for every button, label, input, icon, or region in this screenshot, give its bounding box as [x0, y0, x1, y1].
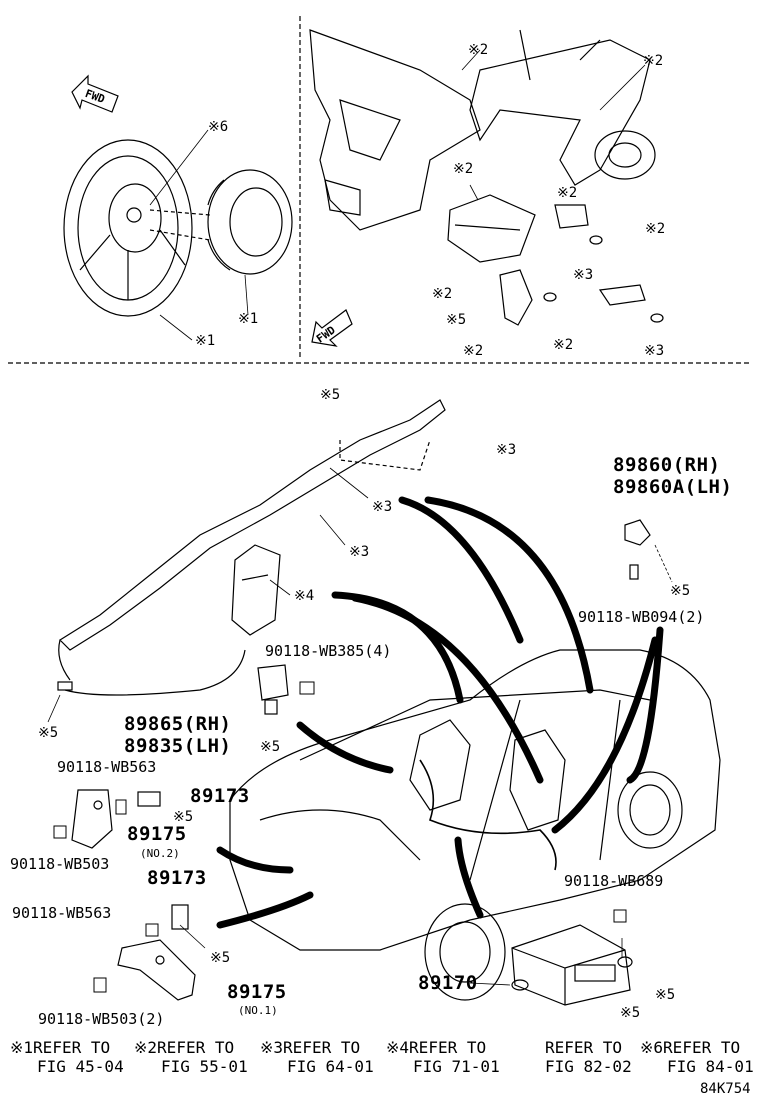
part-89175-b-sub: (NO.1) [238, 1004, 278, 1017]
steering-support-beam [469, 29, 656, 186]
footer-note-6-line1: REFER TO [663, 1038, 741, 1057]
vehicle-outline [229, 649, 721, 1001]
bolt-90118-wb563-b: 90118-WB563 [12, 904, 112, 922]
part-89173-b: 89173 [147, 867, 207, 889]
front-sensor-bracket-no2 [71, 789, 113, 849]
fwd-arrow-left [71, 74, 119, 113]
ref-mark-5-front-a: ※5 [173, 809, 194, 825]
ref-mark-2g: ※2 [553, 337, 574, 353]
part-89860a-lh: 89860A(LH) [613, 476, 733, 498]
curtain-airbag [57, 399, 446, 696]
ref-mark-5-connector: ※5 [38, 725, 59, 741]
ref-mark-5-top: ※5 [320, 387, 341, 403]
ref-mark-5-ecu-a: ※5 [655, 987, 676, 1003]
footer-note-5: REFER TO FIG 82-02 [545, 1038, 632, 1076]
bolt-90118-wb503-b: 90118-WB503(2) [38, 1010, 165, 1028]
footer-note-2-mark: ※2 [134, 1038, 158, 1057]
ref-mark-3a: ※3 [573, 267, 594, 283]
footer-note-3: ※3REFER TO FIG 64-01 [260, 1038, 374, 1076]
footer-note-5-line2: FIG 82-02 [545, 1057, 632, 1076]
part-89175-b: 89175 [227, 981, 287, 1003]
footer-note-6-line2: FIG 84-01 [667, 1057, 754, 1076]
footer-note-4-line1: REFER TO [409, 1038, 487, 1057]
ref-mark-5-front-b: ※5 [210, 950, 231, 966]
bolts [53, 681, 627, 993]
footer-note-4: ※4REFER TO FIG 71-01 [386, 1038, 500, 1076]
footer-note-2: ※2REFER TO FIG 55-01 [134, 1038, 248, 1076]
ref-mark-2a: ※2 [468, 42, 489, 58]
footer-note-6-mark: ※6 [640, 1038, 664, 1057]
ref-mark-5-ecu-b: ※5 [620, 1005, 641, 1021]
ref-mark-2c: ※2 [453, 161, 474, 177]
passenger-airbag-module [447, 194, 536, 263]
ref-mark-3-curtain-a: ※3 [496, 442, 517, 458]
part-89175-a: 89175 [127, 823, 187, 845]
bolt-90118-wb563-a: 90118-WB563 [57, 758, 157, 776]
part-89173-a: 89173 [190, 785, 250, 807]
ref-mark-2h: ※2 [463, 343, 484, 359]
ref-mark-3-curtain-c: ※3 [349, 544, 370, 560]
part-89835-lh: 89835(LH) [124, 735, 232, 757]
front-sensor-no1 [171, 904, 189, 930]
ref-mark-5-sensor-side: ※5 [260, 739, 281, 755]
bolt-90118-wb094: 90118-WB094(2) [578, 608, 705, 626]
footer-note-1-line2: FIG 45-04 [37, 1057, 124, 1076]
ref-mark-2d: ※2 [557, 185, 578, 201]
ref-mark-3b: ※3 [644, 343, 665, 359]
footer-note-5-line1: REFER TO [545, 1038, 623, 1057]
ref-mark-2f: ※2 [432, 286, 453, 302]
ref-mark-steering-1: ※1 [195, 333, 216, 349]
ref-mark-pad-1: ※1 [238, 311, 259, 327]
bolt-90118-wb385: 90118-WB385(4) [265, 642, 392, 660]
footer-note-1: ※1REFER TO FIG 45-04 [10, 1038, 124, 1076]
steering-wheel [63, 139, 193, 317]
ref-mark-4-seat: ※4 [294, 588, 315, 604]
bolt-90118-wb689: 90118-WB689 [564, 872, 664, 890]
side-airbag-sensor [257, 664, 289, 715]
footer-note-2-line2: FIG 55-01 [161, 1057, 248, 1076]
footer-note-4-mark: ※4 [386, 1038, 410, 1057]
front-sensor-no2 [137, 791, 161, 807]
part-89865-rh: 89865(RH) [124, 713, 232, 735]
part-89860-rh: 89860(RH) [613, 454, 721, 476]
fwd-arrow-right [311, 309, 353, 347]
bolt-90118-wb503-a: 90118-WB503 [10, 855, 110, 873]
footer-note-2-line1: REFER TO [157, 1038, 235, 1057]
ref-mark-5-rh-sensor: ※5 [670, 583, 691, 599]
footer-note-6: ※6REFER TO FIG 84-01 [640, 1038, 754, 1076]
airbag-ecu [511, 924, 633, 1006]
ref-mark-5-bracket: ※5 [446, 312, 467, 328]
ref-mark-3-curtain-b: ※3 [372, 499, 393, 515]
dashboard-panel [309, 29, 481, 231]
ref-mark-steering-6: ※6 [208, 119, 229, 135]
vehicle-seat-right [509, 729, 566, 831]
ref-mark-2e: ※2 [645, 221, 666, 237]
vehicle-wiring-harness [419, 759, 557, 871]
part-89170: 89170 [418, 972, 478, 994]
ref-mark-2b: ※2 [643, 53, 664, 69]
vehicle-seat-left [409, 719, 471, 811]
rh-side-sensor [624, 519, 651, 580]
knee-airbag-bracket [499, 204, 664, 326]
footer-note-3-line1: REFER TO [283, 1038, 361, 1057]
diagram-code: 84K754 [700, 1081, 751, 1097]
callout-arcs [216, 496, 664, 929]
footer-note-4-line2: FIG 71-01 [413, 1057, 500, 1076]
footer-note-1-mark: ※1 [10, 1038, 34, 1057]
seat-side-airbag [231, 544, 281, 636]
footer-note-3-mark: ※3 [260, 1038, 284, 1057]
footer-note-3-line2: FIG 64-01 [287, 1057, 374, 1076]
steering-airbag-pad [207, 169, 293, 275]
footer-note-1-line1: REFER TO [33, 1038, 111, 1057]
part-89175-a-sub: (NO.2) [140, 847, 180, 860]
front-sensor-bracket-no1 [117, 939, 196, 1001]
